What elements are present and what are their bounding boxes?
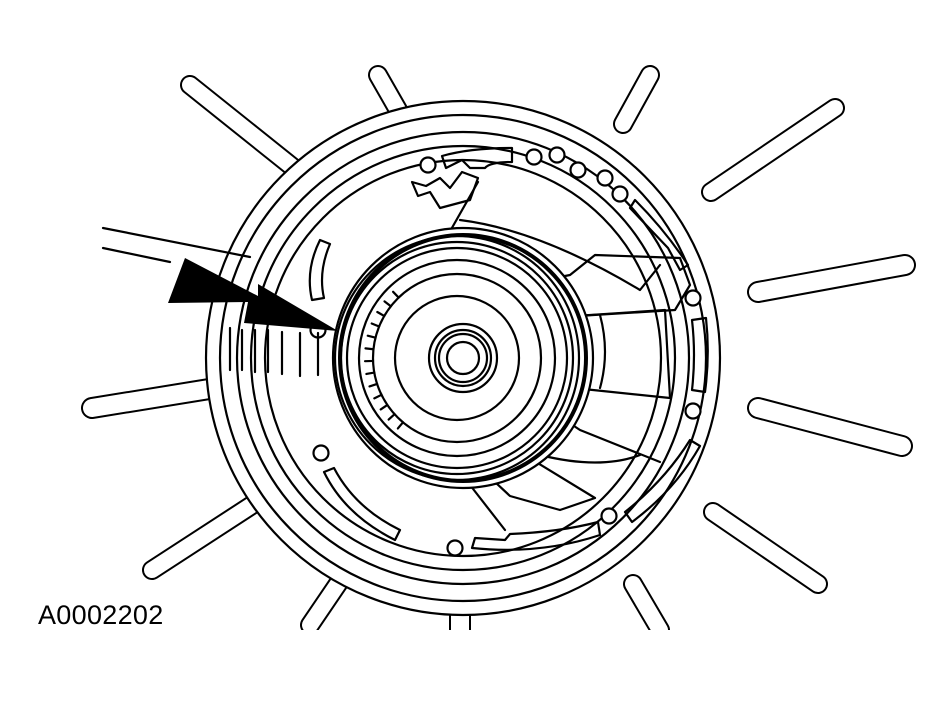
hub-ring-7 — [427, 322, 499, 394]
bolt-hole — [312, 444, 330, 462]
spline-tooth — [365, 371, 376, 376]
spokes-group — [0, 65, 941, 704]
bolt-hole — [596, 169, 614, 187]
hub-ring-2 — [339, 240, 575, 476]
hub-ring-9 — [437, 332, 489, 384]
slot-top — [440, 146, 514, 170]
spline-tooth — [387, 413, 396, 421]
figure-label: A0002202 — [38, 600, 164, 630]
slot-right-upper — [628, 198, 690, 272]
bolt-hole — [600, 507, 618, 525]
slot-top-left — [410, 170, 480, 210]
slot-left-lower — [322, 466, 402, 542]
hub-group — [331, 226, 595, 490]
arrow-icon — [168, 258, 338, 331]
spline-tooth — [370, 322, 381, 328]
tick-marks — [228, 326, 320, 378]
slot-left-upper — [308, 238, 332, 302]
bolt-hole — [611, 185, 629, 203]
plate-ring-1 — [218, 113, 708, 603]
spline-tooth — [364, 347, 375, 351]
hub-ring-8 — [433, 328, 493, 388]
bolt-hole — [446, 539, 464, 557]
bolt-hole — [548, 146, 566, 164]
plate-ring-3 — [249, 144, 677, 572]
bolt-hole — [419, 156, 437, 174]
plate-ring-2 — [235, 130, 691, 586]
spline-tooth — [379, 403, 389, 411]
spline-tooth — [366, 334, 377, 339]
bolt-hole — [684, 402, 702, 420]
hub-ring-4 — [357, 258, 557, 458]
bolt-hole — [525, 148, 543, 166]
leader-line-lower — [101, 246, 172, 264]
leader-line-upper — [101, 226, 252, 259]
bolt-hole — [684, 289, 702, 307]
slot-right — [690, 316, 709, 394]
vane-right-upper — [518, 253, 692, 320]
slot-bottom — [470, 520, 602, 551]
hub-ring-3 — [345, 246, 569, 470]
spline-tooth — [396, 421, 405, 430]
slot-right-lower — [623, 438, 702, 524]
hub-ring-5 — [371, 272, 543, 444]
spline-tooth — [376, 310, 386, 318]
spline-tooth — [368, 382, 379, 388]
hub-outer — [331, 226, 595, 490]
hub-ring-10 — [445, 340, 481, 376]
pointer-arrow — [168, 258, 338, 331]
hub-ring-6 — [393, 294, 521, 422]
spline-tooth — [383, 300, 392, 308]
hub-ring-1 — [333, 234, 581, 482]
bolt-hole — [569, 161, 587, 179]
spline-tooth — [373, 393, 383, 400]
spline-tooth — [391, 290, 400, 299]
